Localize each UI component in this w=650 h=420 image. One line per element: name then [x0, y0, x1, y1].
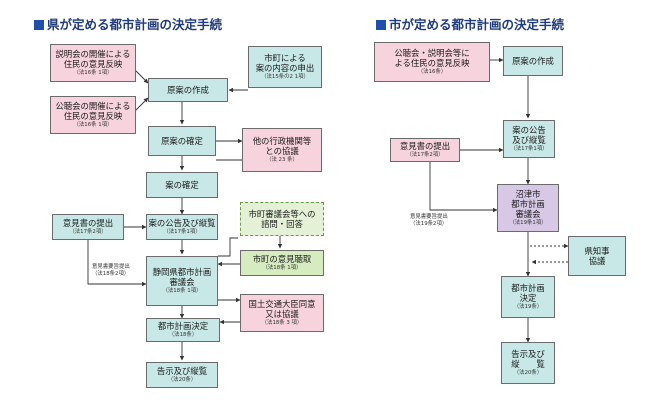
- connector: [87, 240, 147, 287]
- box-kokudo: 国土交通大臣同意 又は協議 （法18条 3 項）: [240, 294, 324, 332]
- box-r-chiji: 県知事 協議: [568, 236, 626, 276]
- connector: [134, 69, 149, 84]
- box-gyosei: 他の行政機関等 との協議 （法 23 条）: [242, 128, 322, 172]
- box-ikensho: 意見書の提出 （法17条2項）: [52, 214, 124, 240]
- box-kettei: 都市計画決定 （法18条）: [146, 318, 220, 342]
- box-r-kettei: 都市計画 決定 （法19条）: [501, 276, 555, 318]
- box-setsumeikai: 説明会の開催による 住民の意見反映 （法16条 1項）: [50, 44, 136, 82]
- box-r-ikensho: 意見書の提出 （法17条2項）: [390, 138, 460, 162]
- square-bullet-icon: [34, 20, 44, 30]
- note-ikensho-yoshi: 意見書要旨提出 （法18条2項）: [92, 264, 130, 277]
- box-r-kochokai: 公聴会・説明会等に よる住民の意見反映 （法16条）: [374, 42, 490, 82]
- connector: [218, 237, 238, 257]
- connector: [429, 162, 498, 213]
- left-section-title: 県が定める都市計画の決定手続: [34, 14, 222, 33]
- box-kokoku: 案の公告及び縦覧 （法17条1項）: [146, 214, 218, 240]
- note-r-ikensho-yoshi: 意見書要旨提出 （法19条2項）: [410, 214, 448, 227]
- box-kakutei-gen: 原案の確定: [148, 126, 216, 156]
- box-kochokai: 公聴会の開催による 住民の意見反映 （法16条 1項）: [50, 96, 136, 134]
- box-r-gensaku: 原案の作成: [503, 46, 563, 76]
- box-kokuji: 告示及び縦覧 （法20条）: [146, 362, 218, 388]
- box-r-kokoku: 案の公告 及び縦覧 （法17条1項）: [503, 120, 555, 158]
- box-ikenchoshu: 市町の意見聴取 （法18条 1項）: [240, 250, 324, 276]
- box-shizuoka-shingikai: 静岡県都市計画 審議会 （法18条 1項）: [146, 256, 218, 306]
- connector: [134, 97, 149, 112]
- box-r-numazu: 沼津市 都市計画 審議会 （法19条1項）: [497, 184, 559, 232]
- box-gensaku: 原案の作成: [148, 78, 228, 102]
- box-r-kokuji: 告示及び 縦 覧 （法20条）: [501, 342, 555, 384]
- box-shingikai-toshi: 市町審議会等への 諮問・回答: [240, 202, 324, 236]
- square-bullet-icon: [376, 20, 386, 30]
- box-an-kakutei: 案の確定: [146, 172, 218, 198]
- right-section-title: 市が定める都市計画の決定手続: [376, 14, 564, 33]
- box-chocho: 市町による 案の内容の申出 （法15条の2 1項）: [248, 46, 322, 88]
